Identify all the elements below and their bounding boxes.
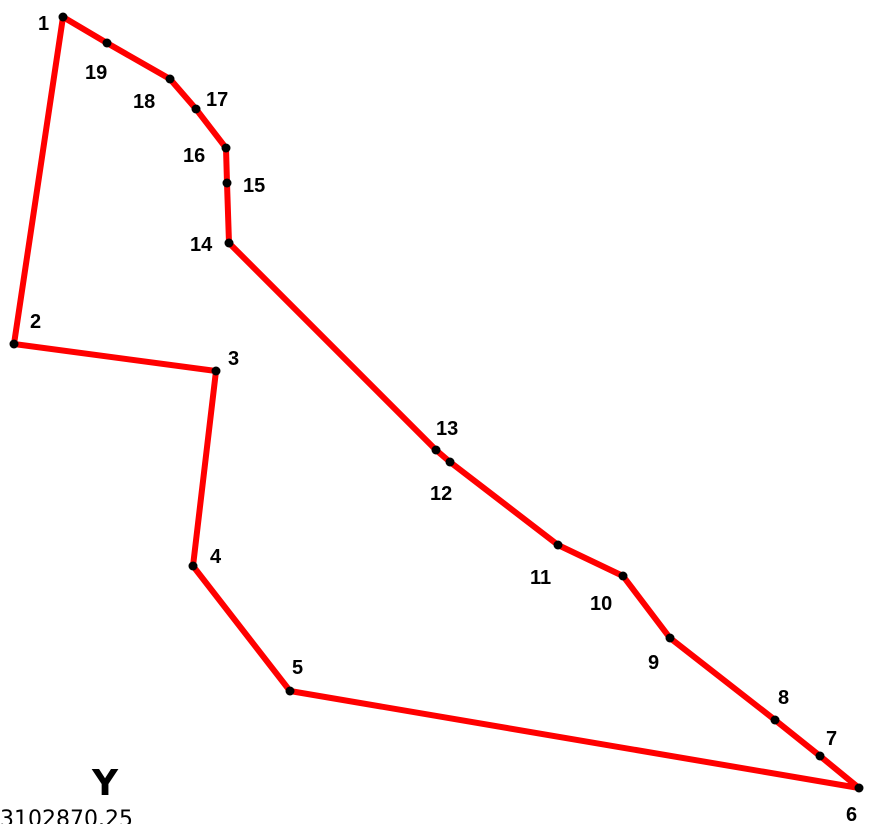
vertex-point-3 bbox=[211, 366, 221, 376]
vertex-point-15 bbox=[222, 178, 232, 188]
vertex-point-12 bbox=[445, 457, 455, 467]
vertex-label-13: 13 bbox=[436, 418, 458, 440]
vertex-label-8: 8 bbox=[778, 687, 789, 709]
vertex-label-7: 7 bbox=[826, 728, 837, 750]
vertex-label-19: 19 bbox=[85, 62, 107, 84]
vertex-point-5 bbox=[285, 686, 295, 696]
vertex-point-10 bbox=[618, 571, 628, 581]
vertex-point-6 bbox=[854, 783, 864, 793]
vertex-label-2: 2 bbox=[30, 311, 41, 333]
vertex-point-11 bbox=[553, 540, 563, 550]
coordinate-readout: 3102870.25 bbox=[0, 807, 133, 824]
vertex-point-7 bbox=[815, 751, 825, 761]
vertex-label-17: 17 bbox=[206, 89, 228, 111]
vertex-point-14 bbox=[224, 238, 234, 248]
vertex-markers bbox=[9, 12, 864, 793]
vertex-label-1: 1 bbox=[38, 13, 49, 35]
vertex-point-18 bbox=[165, 74, 175, 84]
vertex-point-8 bbox=[770, 715, 780, 725]
vertex-point-13 bbox=[431, 445, 441, 455]
vertex-point-9 bbox=[665, 633, 675, 643]
vertex-label-4: 4 bbox=[210, 546, 222, 568]
vertex-point-1 bbox=[58, 12, 68, 22]
axis-letter: Y bbox=[91, 763, 119, 804]
vertex-label-3: 3 bbox=[228, 348, 239, 370]
vertex-label-14: 14 bbox=[190, 234, 213, 256]
vertex-label-15: 15 bbox=[243, 175, 265, 197]
vertex-label-11: 11 bbox=[530, 567, 551, 589]
parcel-boundary-polygon bbox=[11, 14, 862, 791]
vertex-label-16: 16 bbox=[183, 145, 205, 167]
vertex-label-10: 10 bbox=[590, 593, 612, 615]
vertex-label-12: 12 bbox=[430, 483, 452, 505]
vertex-point-16 bbox=[221, 143, 231, 153]
vertex-label-18: 18 bbox=[133, 91, 155, 113]
vertex-point-4 bbox=[188, 561, 198, 571]
vertex-point-2 bbox=[9, 339, 19, 349]
vertex-label-6: 6 bbox=[846, 804, 857, 824]
vertex-point-17 bbox=[191, 104, 201, 114]
vertex-point-19 bbox=[102, 38, 112, 48]
vertex-label-9: 9 bbox=[648, 652, 659, 674]
vertex-label-5: 5 bbox=[292, 657, 303, 679]
